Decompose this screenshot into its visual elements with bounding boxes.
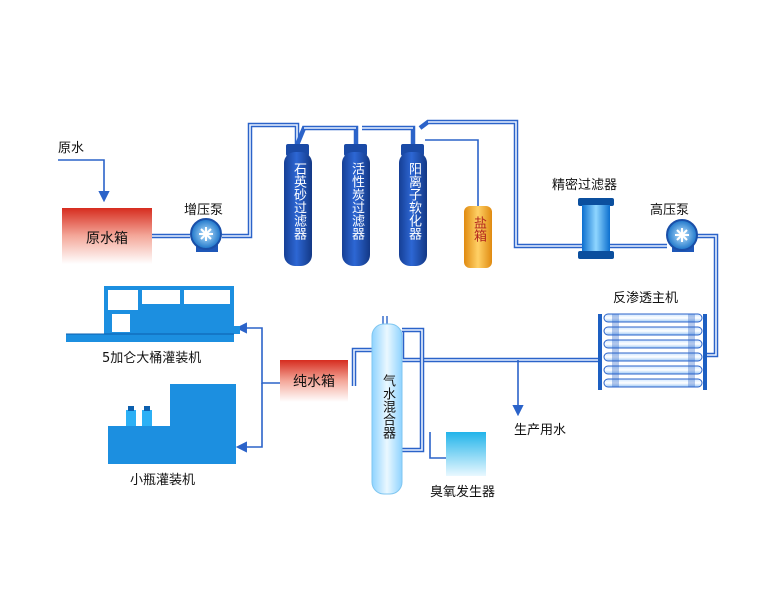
booster-pump-label: 增压泵 xyxy=(184,203,223,218)
high-pressure-pump-label: 高压泵 xyxy=(650,202,689,218)
ozone-generator xyxy=(446,432,486,476)
bottle-icon xyxy=(142,410,152,426)
pure-water-tank: 纯水箱 xyxy=(280,360,348,402)
barrel-filler-label: 5加仑大桶灌装机 xyxy=(102,351,201,366)
carbon-filter-label: 活性炭过滤器 xyxy=(349,162,364,240)
gas-water-mixer-label: 气水混合器 xyxy=(380,374,395,439)
barrel-filling-machine xyxy=(66,286,240,342)
precision-filter-label: 精密过滤器 xyxy=(552,177,617,193)
ozone-generator-label: 臭氧发生器 xyxy=(430,484,495,500)
raw-water-inlet-label: 原水 xyxy=(58,141,84,156)
bottle-filler-label: 小瓶灌装机 xyxy=(130,473,195,488)
raw-water-tank-label: 原水箱 xyxy=(86,231,128,247)
salt-tank-label: 盐箱 xyxy=(471,216,486,242)
quartz-sand-filter xyxy=(284,144,312,266)
salt-tank xyxy=(464,206,492,268)
bottle-icon xyxy=(126,410,136,426)
raw-water-inlet-pipe xyxy=(58,159,110,203)
fan-icon xyxy=(199,227,213,241)
pure-water-tank-label: 纯水箱 xyxy=(293,374,335,390)
bottle-filling-machine xyxy=(108,384,236,464)
ro-main-unit xyxy=(598,313,707,390)
booster-pump xyxy=(190,218,222,252)
activated-carbon-filter xyxy=(342,144,370,266)
high-pressure-pump xyxy=(666,219,698,252)
raw-water-tank: 原水箱 xyxy=(62,208,152,264)
cation-softener xyxy=(399,144,427,266)
gas-water-mixer xyxy=(371,316,403,495)
ro-membrane-tubes xyxy=(603,313,703,388)
cation-softener-label: 阳离子软化器 xyxy=(406,162,421,240)
fan-icon xyxy=(675,228,689,242)
quartz-filter-label: 石英砂过滤器 xyxy=(291,162,306,240)
precision-filter xyxy=(578,198,614,259)
production-water-label: 生产用水 xyxy=(514,423,566,438)
ro-main-label: 反渗透主机 xyxy=(613,291,678,306)
